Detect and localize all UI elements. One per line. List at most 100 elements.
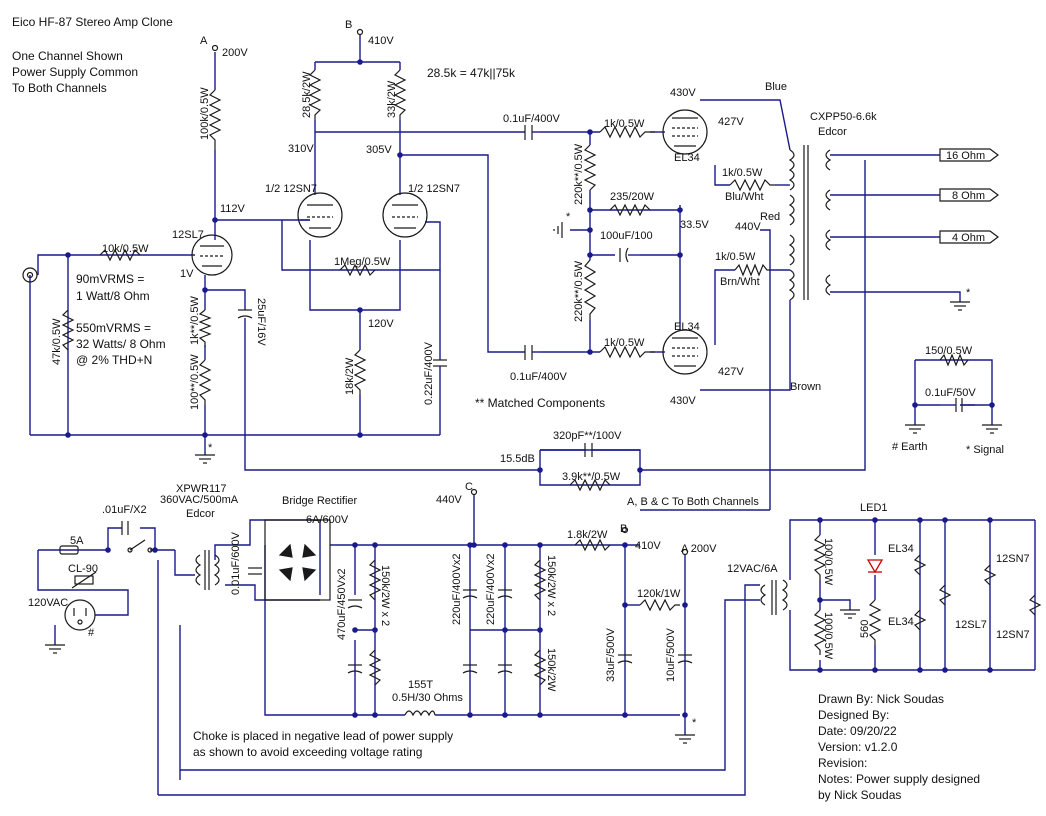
node-b2-terminal	[621, 526, 629, 534]
label-v-cath-el34: 33.5V	[680, 219, 709, 231]
label-tap-4: 4 Ohm	[952, 232, 985, 244]
vacuum-tubes	[191, 109, 708, 375]
capacitor-legend	[940, 398, 975, 412]
label-v-top-plate: 430V	[670, 87, 696, 99]
capacitor-220-b1	[497, 589, 513, 599]
label-lead-brown: Brown	[790, 381, 821, 393]
node-a-terminal	[211, 44, 219, 52]
label-c-470: 470uF/450Vx2	[336, 568, 348, 640]
bridge-rectifier	[264, 519, 331, 601]
label-choke-note-2: as shown to avoid exceeding voltage rati…	[193, 745, 422, 759]
label-v-screen: 440V	[735, 221, 761, 233]
ground-signal	[982, 424, 1002, 434]
resistor-heater-100a	[813, 534, 827, 580]
label-r-bias-bot: 220k**/0.5W	[573, 260, 585, 322]
heater-12sl7	[938, 584, 952, 606]
label-r-g-bot: 1k/0.5W	[604, 337, 645, 349]
credit-designed: Designed By:	[818, 708, 889, 722]
node-b-voltage: 410V	[368, 35, 394, 47]
label-fb-cap: 320pF**/100V	[553, 430, 622, 442]
transformers	[195, 145, 832, 717]
capacitor-220-a2	[462, 664, 478, 674]
label-matched: ** Matched Components	[475, 396, 605, 410]
label-led: LED1	[860, 502, 888, 514]
resistor-bleeder-b1	[533, 559, 547, 601]
heater-el34-a	[913, 554, 927, 576]
label-heater-rating: 12VAC/6A	[727, 563, 778, 575]
label-v-bot-g2: 427V	[718, 366, 744, 378]
diagram-title: Eico HF-87 Stereo Amp Clone	[12, 15, 173, 29]
capacitor-cathode-100uf	[619, 247, 640, 263]
note-line-3: To Both Channels	[12, 81, 107, 95]
label-r-150-c: 150k/2W	[545, 648, 557, 692]
resistor-legend-150	[939, 353, 969, 367]
label-signal: * Signal	[966, 444, 1004, 456]
tube-12sn7-right	[382, 192, 428, 238]
label-r-bias-top: 220k**/0.5W	[573, 143, 585, 205]
label-choke-name: 155T	[408, 679, 433, 691]
misc-symbols	[22, 28, 999, 631]
label-transformer: CXPP50-6.6k	[810, 111, 877, 123]
ground-symbols	[45, 222, 1002, 744]
label-fb-res: 3.9k**/0.5W	[562, 471, 621, 483]
capacitor-220-b2	[497, 664, 513, 674]
label-heater-el34b: EL34	[888, 616, 914, 628]
label-r-grid: 1Meg/0.5W	[334, 256, 391, 268]
node-a2-terminal	[681, 548, 689, 556]
label-mains: 120VAC	[28, 597, 68, 609]
mark-earth-ground: #	[88, 627, 95, 639]
heater-transformer	[760, 579, 788, 615]
mark-signal-ground-2: *	[566, 211, 571, 223]
label-bridge: Bridge Rectifier	[282, 495, 358, 507]
heater-el34-b	[913, 609, 927, 631]
label-v-tail: 120V	[368, 318, 394, 330]
spec1-line2: 1 Watt/8 Ohm	[76, 289, 150, 303]
junction-dots	[65, 59, 995, 718]
label-gain: 15.5dB	[500, 453, 535, 465]
fuse	[59, 545, 79, 555]
resistor-screen-bot	[734, 263, 770, 277]
heater-12sn7-a	[983, 564, 997, 586]
label-lead-bluwht: Blu/Wht	[725, 191, 764, 203]
resistor-feedback	[569, 478, 611, 492]
label-r-k2: 100**/0.5W	[189, 354, 201, 410]
capacitor-x2	[121, 521, 129, 535]
label-heater-sn7b: 12SN7	[996, 629, 1030, 641]
node-a-voltage: 200V	[222, 47, 248, 59]
resistor-plate-12sl7	[208, 89, 222, 150]
mains-plug	[64, 599, 96, 631]
resistor-input-10k	[99, 248, 141, 262]
spec2-line2: 32 Watts/ 8 Ohm	[76, 337, 166, 351]
label-c-snub: 0.01uF/600V	[230, 531, 242, 595]
label-r-k1: 1k**/0.5W	[189, 295, 201, 345]
label-transformer-brand: Edcor	[818, 126, 847, 138]
mark-signal-ground-4: *	[692, 717, 697, 729]
wires-amplifier	[29, 35, 993, 511]
power-switch	[127, 539, 153, 553]
resistor-grid-top	[599, 125, 655, 139]
capacitor-220-a1	[462, 589, 478, 599]
label-r-150-b: 150k/2W x 2	[545, 555, 557, 616]
label-c-grid: 0.22uF/400V	[423, 341, 435, 405]
label-r-120k: 120k/1W	[637, 588, 681, 600]
resistor-1-8k	[574, 538, 611, 552]
resistor-560	[868, 599, 882, 645]
label-tap-8: 8 Ohm	[952, 190, 985, 202]
capacitor-10uf	[677, 654, 693, 664]
label-choke-note-1: Choke is placed in negative lead of powe…	[193, 729, 453, 743]
mark-signal-ground-1: *	[208, 442, 213, 454]
label-cap-switch: .01uF/X2	[102, 504, 147, 516]
label-r-10k: 10k/0.5W	[102, 243, 149, 255]
label-choke-rating: 0.5H/30 Ohms	[392, 692, 463, 704]
spec2-line3: @ 2% THD+N	[76, 353, 152, 367]
label-v-bot-plate: 430V	[670, 395, 696, 407]
capacitor-snubber	[248, 567, 262, 575]
resistor-bleeder-a2	[368, 649, 382, 686]
ground-secondary	[950, 301, 970, 311]
label-12sl7: 12SL7	[172, 229, 204, 241]
capacitor-feedback	[540, 443, 640, 457]
resistor-tail-18k	[353, 349, 367, 395]
led-indicator	[866, 559, 884, 574]
ground-supply	[675, 734, 695, 744]
